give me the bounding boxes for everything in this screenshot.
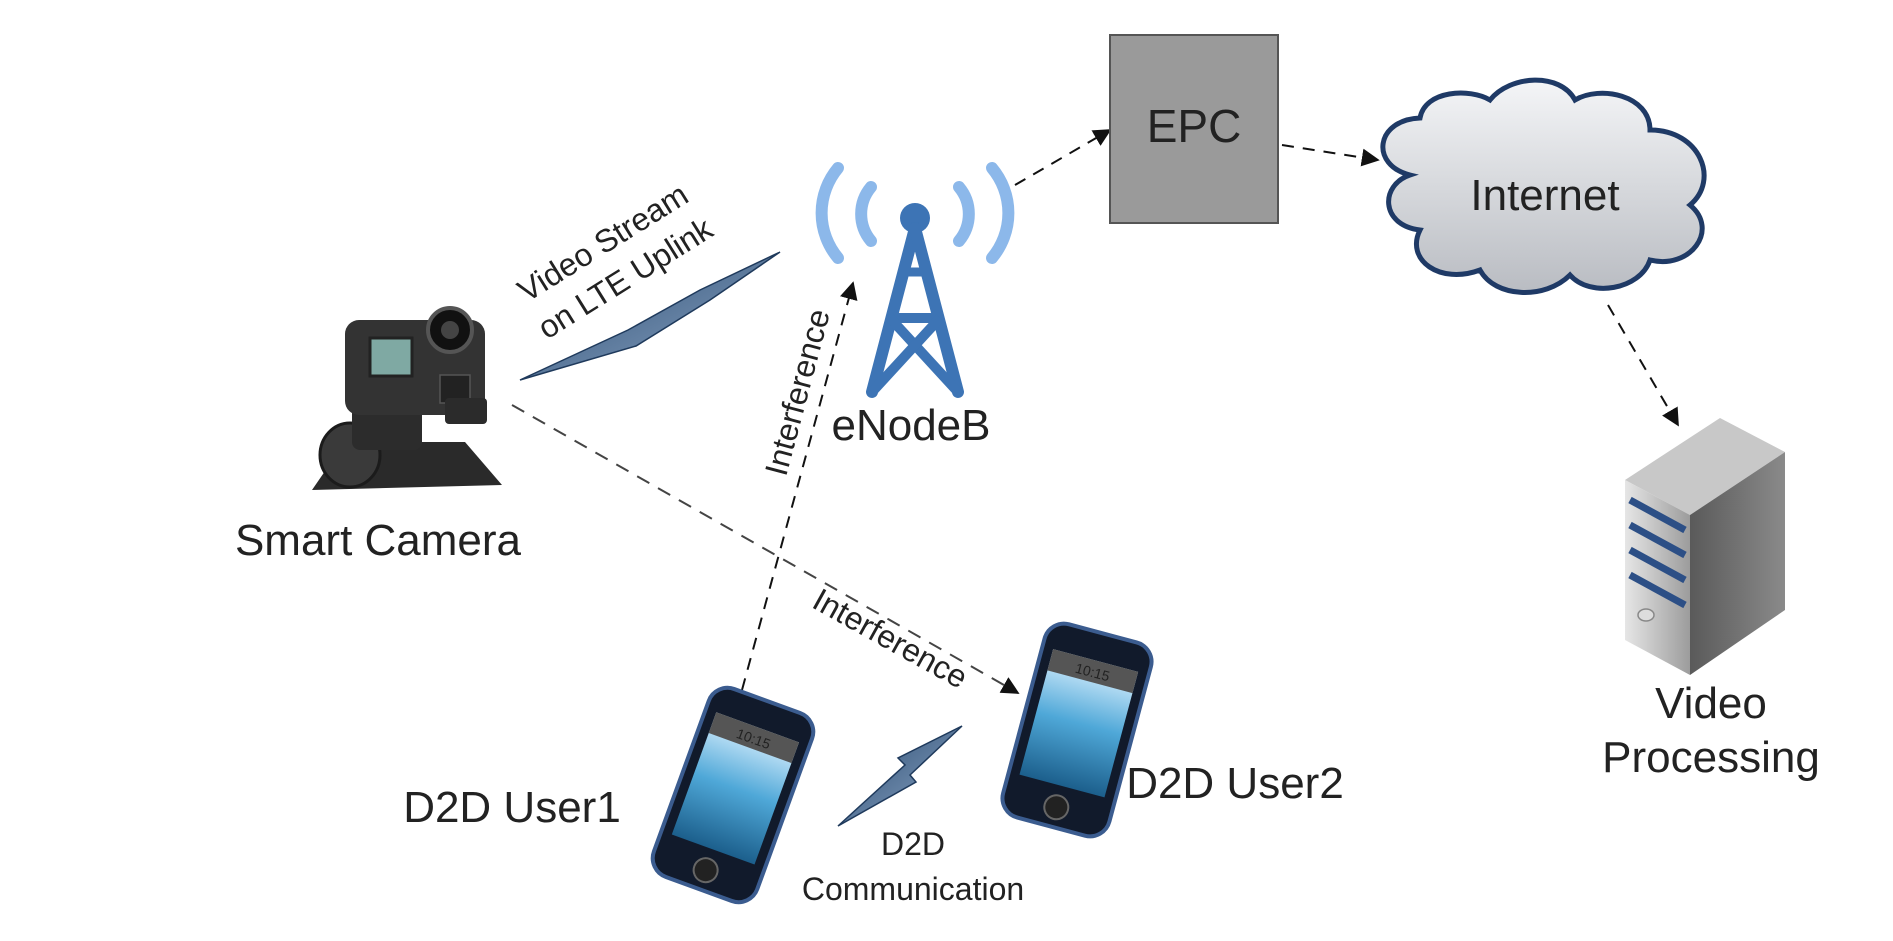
smart-camera-label: Smart Camera: [235, 516, 522, 565]
d2d-user1-label: D2D User1: [403, 783, 621, 832]
uplink-bolt: [519, 251, 781, 381]
enodeb-label: eNodeB: [831, 401, 990, 450]
epc-label: EPC: [1147, 100, 1242, 152]
d2d-bolt: [837, 725, 963, 827]
epc-box: [1109, 34, 1279, 224]
link-interference-camera-user2: [511, 404, 1020, 694]
d2d-label-line2: Communication: [802, 871, 1024, 907]
link-internet-server: [1607, 304, 1679, 427]
internet-label: Internet: [1470, 171, 1619, 220]
server-label-line2: Processing: [1602, 733, 1820, 782]
d2d-user1-phone-icon: 10:15: [645, 680, 821, 910]
d2d-user2-label: D2D User2: [1126, 759, 1344, 808]
server-icon: [1625, 418, 1785, 675]
interference-user2-label: Interference: [807, 581, 974, 695]
server-label-line1: Video: [1655, 679, 1767, 728]
link-enodeb-epc: [1014, 129, 1112, 186]
d2d-user2-phone-icon: 10:15: [995, 617, 1159, 843]
interference-enodeb-label: Interference: [758, 305, 837, 479]
link-interference-user1-enodeb: [741, 281, 858, 691]
d2d-label-line1: D2D: [881, 826, 945, 862]
smart-camera-icon: [312, 306, 502, 490]
internet-cloud-icon: [1380, 77, 1707, 295]
enodeb-tower-icon: [815, 162, 1015, 398]
link-epc-internet: [1281, 144, 1380, 167]
